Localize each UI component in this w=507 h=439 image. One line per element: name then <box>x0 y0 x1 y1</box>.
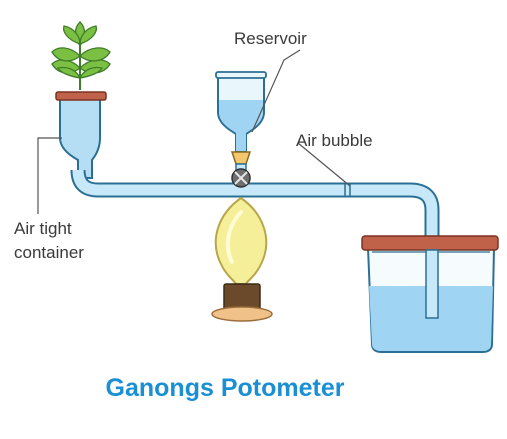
diagram-title: Ganongs Potometer <box>106 374 345 402</box>
label-air-tight-line1: Air tight <box>14 219 72 238</box>
beaker <box>361 235 499 353</box>
leaf-icon <box>51 21 111 79</box>
plant <box>51 21 111 90</box>
container-lid <box>55 91 107 101</box>
bulb-stand <box>211 306 273 322</box>
reservoir <box>215 71 267 188</box>
light-source <box>211 196 273 322</box>
label-reservoir: Reservoir <box>234 29 307 48</box>
connecting-tube <box>70 169 440 318</box>
label-air-tight-line2: container <box>14 243 84 262</box>
beaker-lid <box>361 235 499 251</box>
label-air-bubble: Air bubble <box>296 131 373 150</box>
stopcock-valve-icon[interactable] <box>231 168 251 188</box>
air-tight-container <box>55 91 107 179</box>
leader-lines <box>37 49 351 214</box>
